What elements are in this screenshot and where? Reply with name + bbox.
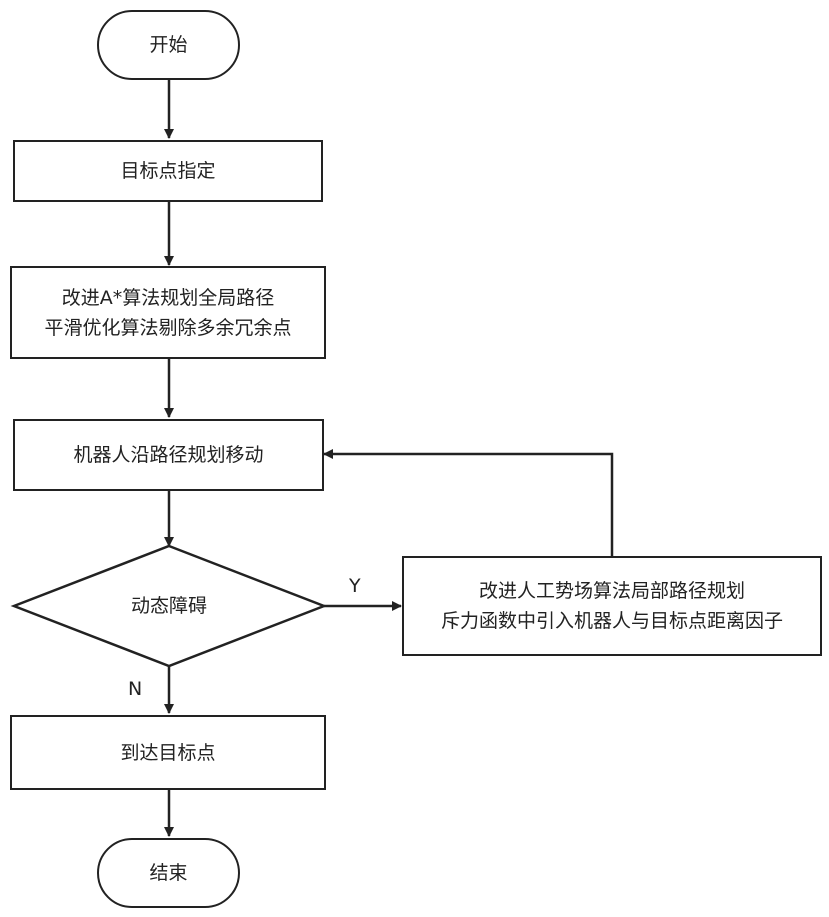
global-path-planning-step: 改进A*算法规划全局路径 平滑优化算法剔除多余冗余点: [10, 266, 326, 359]
arrow-local-plan-back-to-move: [324, 454, 612, 556]
global-path-planning-line1: 改进A*算法规划全局路径: [62, 283, 275, 313]
local-path-planning-line2: 斥力函数中引入机器人与目标点距离因子: [441, 606, 783, 636]
end-node: 结束: [97, 838, 240, 908]
arrive-target-step: 到达目标点: [10, 715, 326, 790]
robot-move-step: 机器人沿路径规划移动: [13, 419, 324, 491]
yes-branch-label: Y: [349, 575, 361, 597]
arrive-target-label: 到达目标点: [120, 738, 215, 768]
no-branch-label: N: [128, 678, 142, 700]
target-setting-label: 目标点指定: [120, 156, 215, 186]
local-path-planning-line1: 改进人工势场算法局部路径规划: [479, 576, 745, 606]
end-node-label: 结束: [149, 858, 187, 888]
target-setting-step: 目标点指定: [13, 140, 323, 202]
global-path-planning-line2: 平滑优化算法剔除多余冗余点: [44, 313, 291, 343]
local-path-planning-step: 改进人工势场算法局部路径规划 斥力函数中引入机器人与目标点距离因子: [402, 556, 822, 656]
robot-move-label: 机器人沿路径规划移动: [73, 440, 263, 470]
start-node-label: 开始: [149, 30, 187, 60]
dynamic-obstacle-label: 动态障碍: [131, 591, 207, 621]
start-node: 开始: [97, 10, 240, 80]
dynamic-obstacle-decision: 动态障碍: [14, 546, 324, 666]
